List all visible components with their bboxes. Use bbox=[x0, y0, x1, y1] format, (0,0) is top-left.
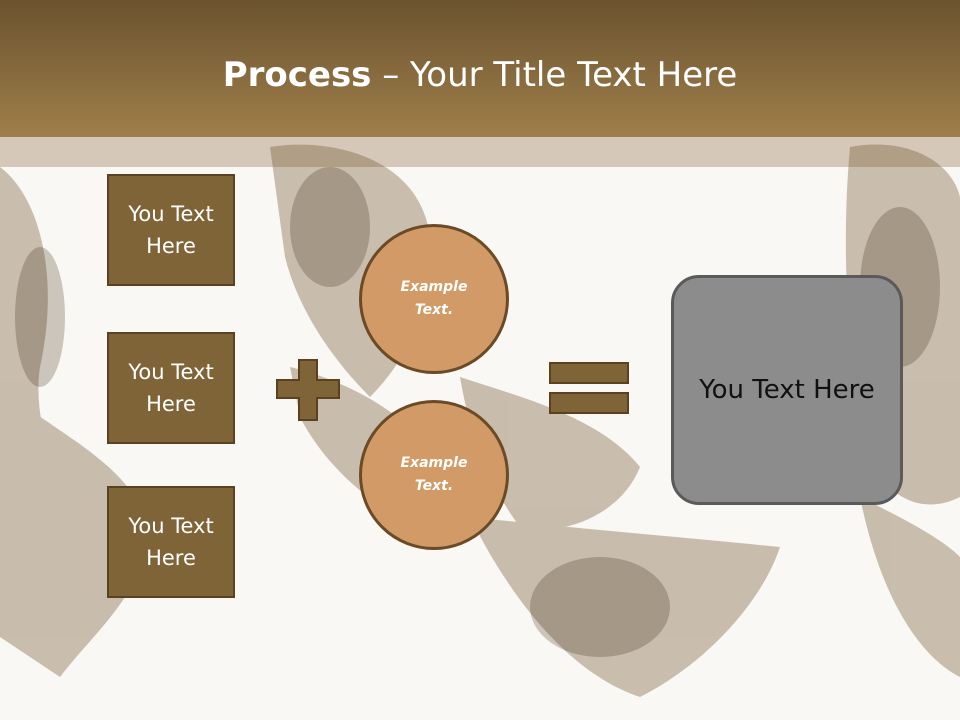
example-circle-2: Example Text. bbox=[359, 400, 509, 550]
title-bold: Process bbox=[222, 55, 372, 95]
process-box-2-label: You Text Here bbox=[128, 360, 214, 416]
process-box-1-label: You Text Here bbox=[128, 202, 214, 258]
example-circle-1-label: Example Text. bbox=[400, 279, 468, 318]
example-circle-2-label: Example Text. bbox=[400, 455, 468, 494]
process-box-3: You Text Here bbox=[107, 486, 235, 598]
plus-icon bbox=[276, 359, 340, 421]
process-box-1: You Text Here bbox=[107, 174, 235, 286]
example-circle-1: Example Text. bbox=[359, 224, 509, 374]
slide-title: Process – Your Title Text Here bbox=[0, 50, 960, 100]
equals-icon bbox=[549, 362, 629, 414]
process-box-3-label: You Text Here bbox=[128, 514, 214, 570]
title-bar bbox=[0, 0, 960, 137]
title-rest: – Your Title Text Here bbox=[371, 55, 738, 95]
result-box-label: You Text Here bbox=[699, 375, 875, 405]
process-box-2: You Text Here bbox=[107, 332, 235, 444]
header-band bbox=[0, 137, 960, 167]
result-box: You Text Here bbox=[671, 275, 903, 505]
